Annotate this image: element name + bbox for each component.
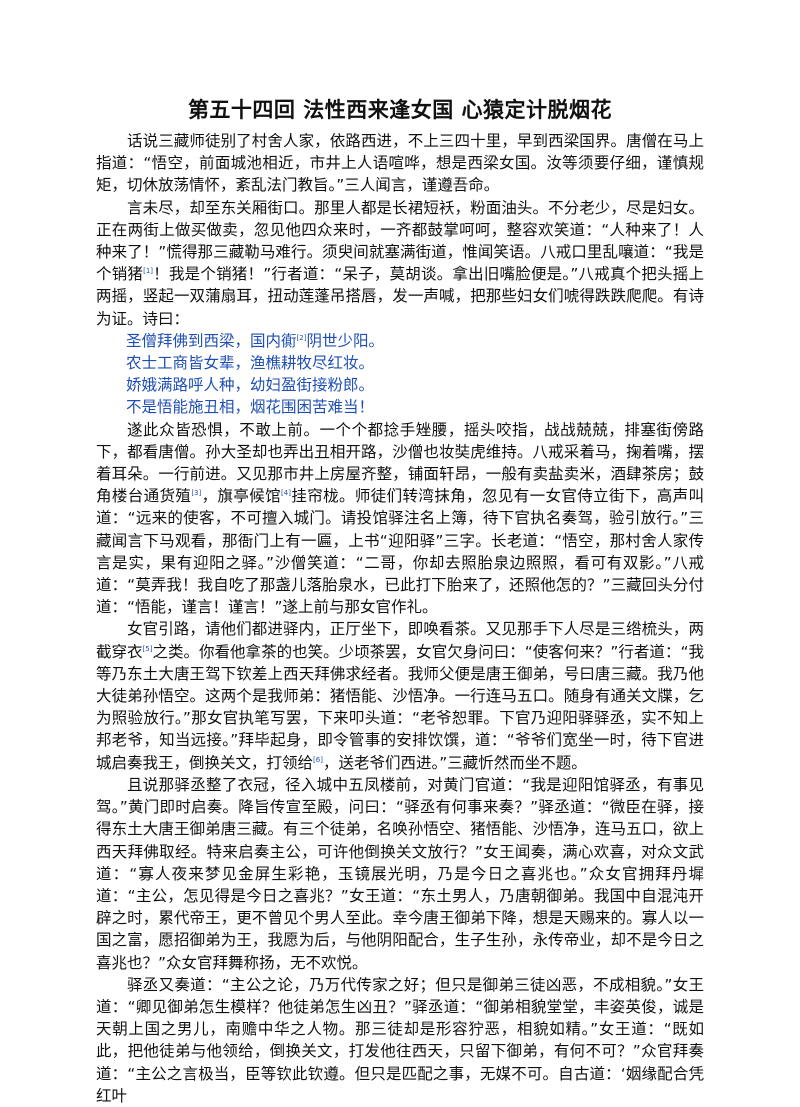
paragraph-1: 话说三藏师徒别了村舍人家，依路西进，不上三四十里，早到西梁国界。唐僧在马上指道：… [96, 132, 704, 195]
paragraph-4-text-b: 之类。你看他拿茶的也笑。少顷茶罢，女官欠身问曰：“使客何来？”行者道：“我等乃东… [96, 642, 704, 772]
footnote-marker-5[interactable]: [5] [142, 644, 153, 653]
paragraph-4: 女官引路，请他们都进驿内，正厅坐下，即唤看茶。又见那手下人尽是三绺梳头，两截穿衣… [96, 618, 704, 773]
poem-line-1-text-b: 阴世少阳。 [306, 331, 384, 350]
poem-line-4: 不是悟能施丑相，烟花围困苦难当！ [126, 398, 375, 417]
paragraph-2: 言未尽，却至东关厢街口。那里人都是长裙短袄，粉面油头。不分老少，尽是妇女。正在两… [96, 197, 704, 330]
footnote-marker-1[interactable]: [1] [143, 267, 154, 276]
footnote-marker-2[interactable]: [2] [296, 333, 307, 342]
paragraph-3-text-c: ，旗亭候馆 [201, 487, 282, 506]
paragraph-2-text-a: 言未尽，却至东关厢街口。那里人都是长裙短袄，粉面油头。不分老少，尽是妇女。正在两… [96, 198, 704, 284]
paragraph-3-text-a: 遂此众皆恐惧，不敢上前。一个个都捻手矬腰，摇头咬指，战战兢兢，排塞街傍路下，都看… [96, 420, 704, 461]
paragraph-3: 遂此众皆恐惧，不敢上前。一个个都捻手矬腰，摇头咬指，战战兢兢，排塞街傍路下，都看… [96, 419, 704, 619]
paragraph-4-text-c: ，送老爷们西进。”三藏忻然而坐不题。 [322, 753, 587, 772]
footnote-marker-6[interactable]: [6] [313, 755, 323, 764]
paragraph-5: 且说那驿丞整了衣冠，径入城中五凤楼前，对黄门官道：“我是迎阳馆驿丞，有事见驾。”… [96, 775, 704, 972]
poem-line-3: 娇娥满路呼人种，幼妇盈街接粉郎。 [126, 376, 375, 395]
poem-line-2: 农士工商皆女辈，渔樵耕牧尽红妆。 [126, 354, 375, 373]
poem: 圣僧拜佛到西梁，国内衠[2]阴世少阳。 农士工商皆女辈，渔樵耕牧尽红妆。 娇娥满… [96, 330, 704, 419]
paragraph-3-text-d: 挂帘栊。师徒们转湾抹角，忽见有一女官侍立街下，高声叫道：“远来的使客，不可擅入城… [96, 487, 704, 617]
paragraph-2-text-b: ！我是个销猪！”行者道：“呆子，莫胡谈。拿出旧嘴脸便是。”八戒真个把头摇上两摇，… [96, 265, 704, 328]
document-page: 第五十四回 法性西来逢女国 心猿定计脱烟花 话说三藏师徒别了村舍人家，依路西进，… [96, 98, 704, 1105]
footnote-marker-3[interactable]: [3] [191, 489, 202, 498]
poem-line-1-text-a: 圣僧拜佛到西梁，国内衠 [126, 331, 297, 350]
footnote-marker-4[interactable]: [4] [281, 489, 291, 498]
paragraph-6: 驿丞又奏道：“主公之论，乃万代传家之好；但只是御弟三徒凶恶，不成相貌。”女王道：… [96, 975, 704, 1105]
paragraph-4-text-a: 女官引路，请他们都进驿内，正厅坐下，即唤看茶。又见那手下人尽是三绺梳头，两截穿衣 [96, 620, 704, 661]
paragraph-3-text-b: 虎维持。八戒采着马，掬着嘴，摆着耳朵。一行前进。又见那市井上房屋齐整，铺面轩昂，… [96, 442, 704, 506]
inline-glyph: 奘 [454, 442, 471, 461]
poem-line-1: 圣僧拜佛到西梁，国内衠[2]阴世少阳。 [126, 330, 704, 352]
chapter-title: 第五十四回 法性西来逢女国 心猿定计脱烟花 [187, 98, 613, 122]
